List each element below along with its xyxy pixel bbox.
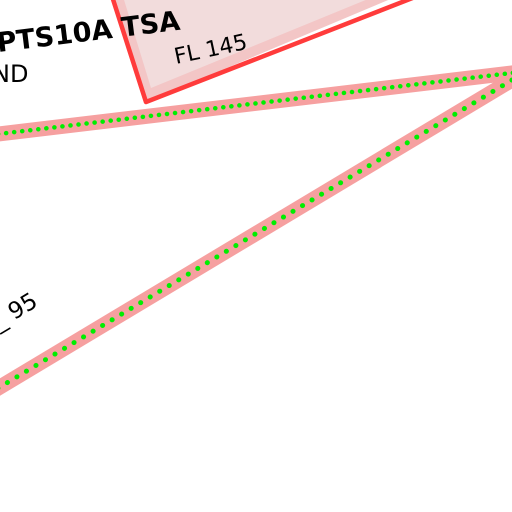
corridor-centerline-upper: [0, 70, 512, 137]
airspace-tsa: [110, 0, 414, 105]
corridor: [0, 65, 512, 396]
corridor-centerline-diagonal: [0, 77, 512, 390]
airspace-lower-limit-label: ND: [0, 60, 28, 88]
airspace-inner-band: [124, 0, 366, 88]
airspace-outline: [110, 0, 414, 105]
